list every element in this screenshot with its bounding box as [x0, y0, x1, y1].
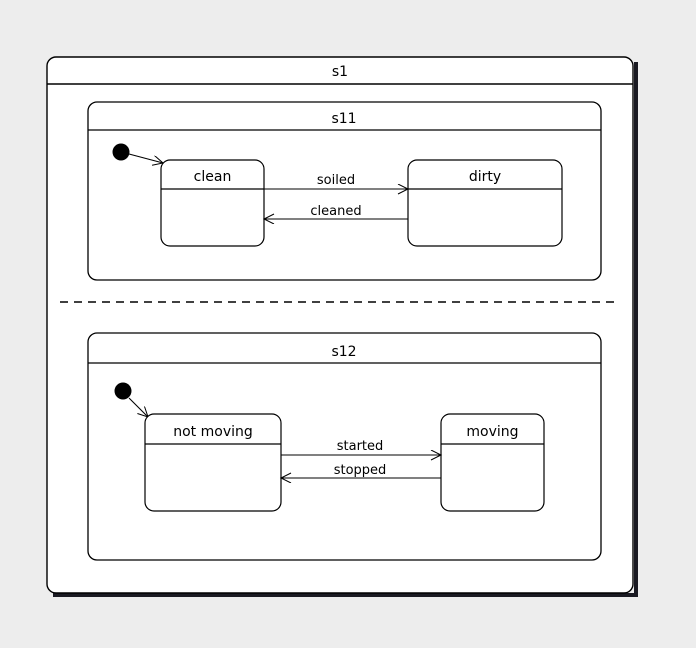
outer-state-shadow: [53, 62, 638, 597]
state-dirty[interactable]: [407, 159, 563, 247]
composite-state-s11-title: s11: [331, 111, 356, 127]
initial-state-s11[interactable]: [112, 143, 130, 161]
transition-dirty-to-clean-label: cleaned: [310, 204, 361, 219]
transition-clean-to-dirty-label: soiled: [317, 173, 355, 188]
transition-moving-to-notmoving-label: stopped: [334, 463, 387, 478]
initial-transition-s12[interactable]: [128, 397, 148, 417]
state-dirty-label: dirty: [469, 169, 501, 185]
state-clean-label: clean: [194, 169, 232, 185]
composite-state-s12-title: s12: [331, 344, 356, 360]
state-moving[interactable]: [440, 413, 545, 512]
initial-transition-s11[interactable]: [128, 153, 163, 163]
state-moving-label: moving: [466, 424, 518, 440]
composite-state-s1-title: s1: [332, 64, 348, 80]
initial-state-s12[interactable]: [114, 382, 132, 400]
transition-notmoving-to-moving-label: started: [337, 439, 384, 454]
state-not-moving[interactable]: [144, 413, 282, 512]
state-not-moving-label: not moving: [173, 424, 253, 440]
state-clean[interactable]: [160, 159, 265, 247]
